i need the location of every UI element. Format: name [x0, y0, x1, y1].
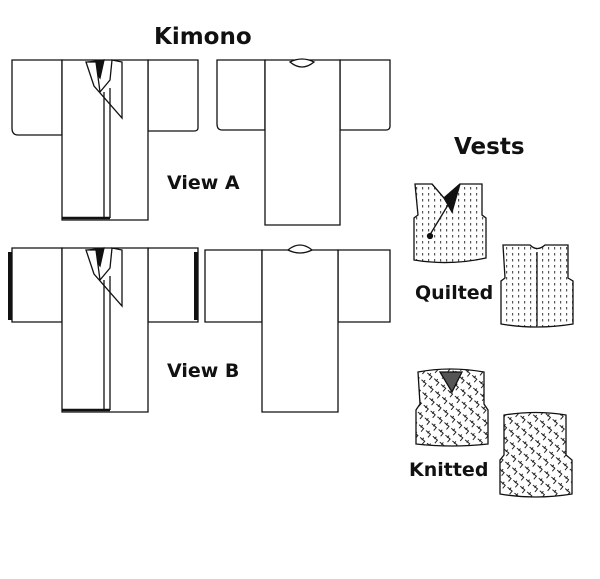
view-b-label: View B [167, 360, 240, 382]
view-a-label: View A [167, 172, 240, 194]
kimono-view-b-back [204, 244, 391, 413]
quilted-vest-front [413, 183, 487, 264]
kimono-view-b-front [8, 247, 199, 413]
quilted-vest-back [500, 244, 574, 328]
kimono-view-a-front [11, 59, 199, 221]
knitted-vest-front [415, 368, 489, 447]
knitted-label: Knitted [409, 459, 489, 481]
knitted-vest-back [499, 411, 573, 498]
kimono-view-a-back [216, 58, 391, 226]
vests-title: Vests [454, 134, 525, 160]
quilted-label: Quilted [415, 282, 494, 304]
kimono-title: Kimono [154, 24, 252, 50]
